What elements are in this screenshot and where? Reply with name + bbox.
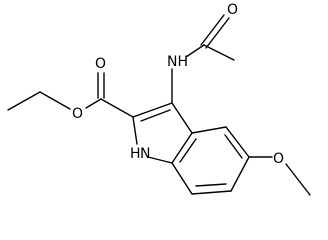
molecule-svg: O O H N NH O O: [7, 2, 311, 196]
ester-oxygen-label: O: [72, 106, 83, 122]
bond-c-ch3: [203, 44, 235, 61]
bond-c7a-n1: [147, 156, 173, 164]
bond-c2-c3: [132, 102, 173, 118]
bond-c3a-c4: [191, 126, 227, 134]
bond-c3a-c7a: [171, 132, 193, 164]
bond-amide-co-b: [205, 17, 230, 49]
ring-nh-h-label: H: [130, 146, 141, 162]
bond-ch3-ch2: [7, 91, 41, 111]
bond-c7-c7a: [171, 162, 193, 195]
bond-c5-c6: [230, 156, 250, 192]
bond-o-carbonyl: [85, 98, 102, 109]
bond-c4-c5: [225, 126, 250, 158]
amide-oxygen-label: O: [227, 2, 238, 18]
bond-c3-c3a: [171, 102, 193, 134]
bond-c4-c5-inner: [224, 134, 243, 159]
bond-ch2-o: [39, 91, 71, 110]
amide-nh-label: NH: [167, 54, 188, 70]
bond-c2-c3-inner: [140, 109, 171, 122]
bond-c7a-c3a-inner: [179, 138, 197, 163]
ester-carbonyl-oxygen-label: O: [95, 56, 106, 72]
ring-nitrogen-label: N: [140, 146, 150, 162]
bond-c6-c7-inner: [195, 183, 227, 187]
bond-carbonyl-c2: [100, 98, 134, 118]
methoxy-oxygen-label: O: [273, 151, 284, 167]
bond-amide-co-a: [200, 14, 225, 46]
bond-o-ch3: [285, 163, 311, 196]
bond-nh-c: [185, 44, 205, 58]
structure-diagram: O O H N NH O O: [7, 2, 311, 196]
bond-n1-c2: [132, 116, 138, 145]
bond-c6-c7: [191, 190, 232, 195]
